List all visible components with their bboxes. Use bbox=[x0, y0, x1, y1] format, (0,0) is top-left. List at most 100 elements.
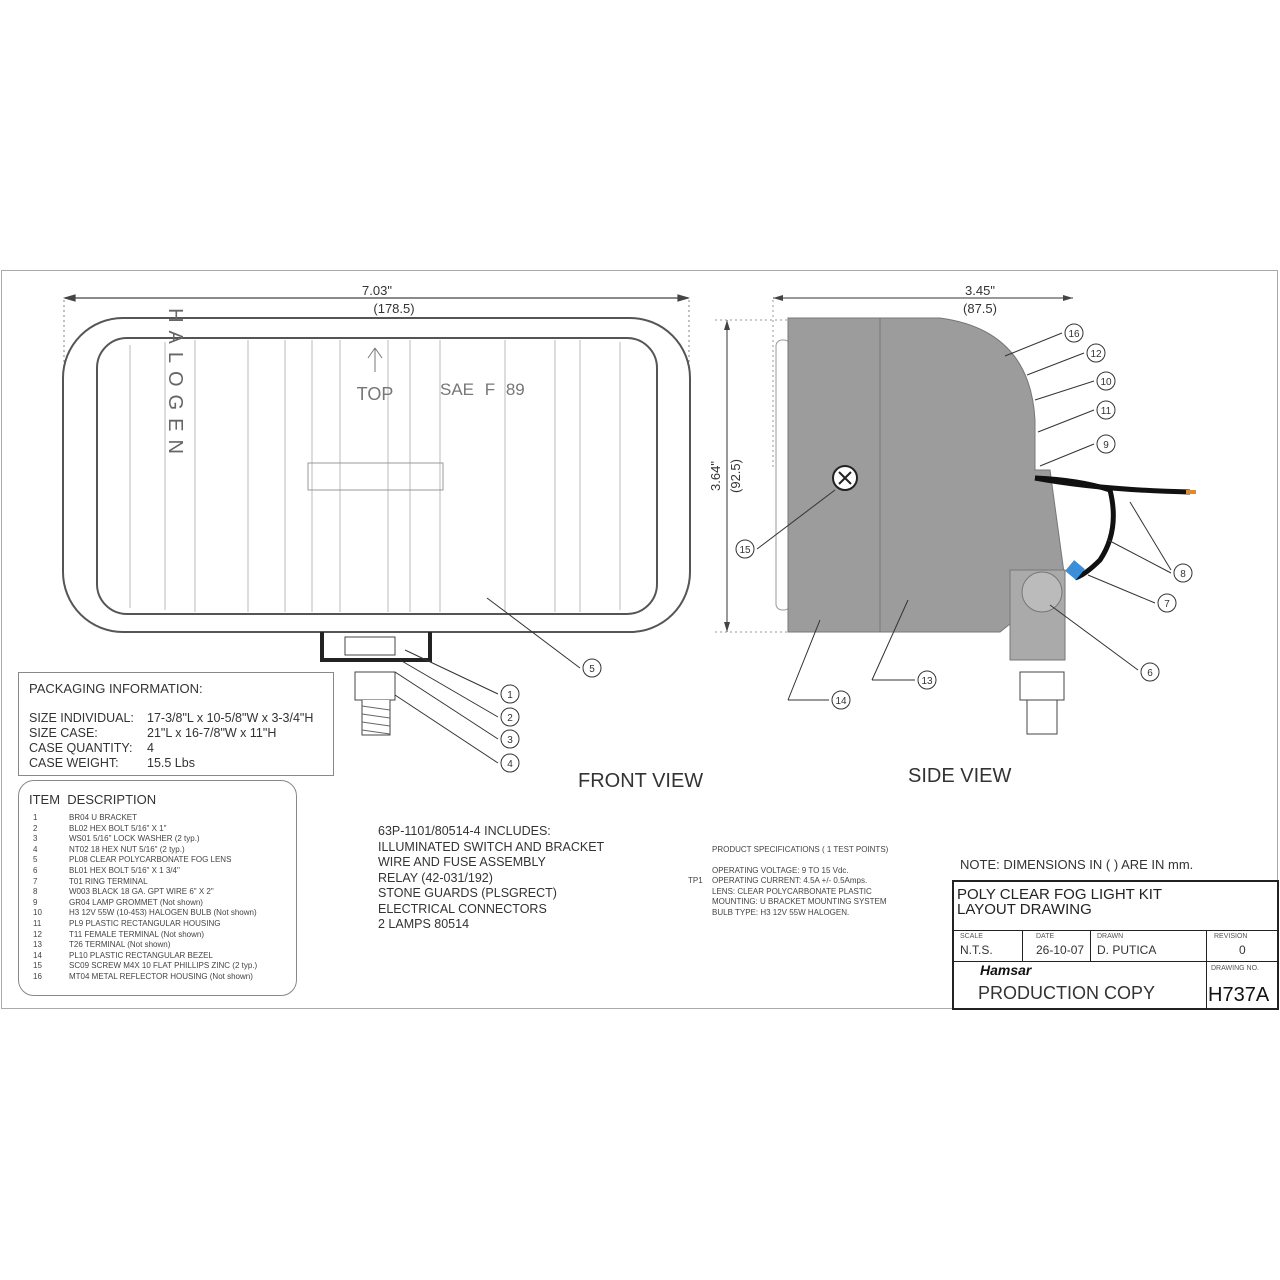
brand-logo: Hamsar bbox=[980, 962, 1032, 978]
callout-4: 4 bbox=[507, 759, 513, 770]
item-header: ITEM bbox=[29, 792, 61, 807]
drawing-frame bbox=[1, 270, 1278, 1009]
date-label: DATE bbox=[1036, 933, 1055, 940]
item-description: NT02 18 HEX NUT 5/16" (2 typ.) bbox=[69, 844, 185, 854]
halogen-text: HALOGEN bbox=[164, 308, 186, 462]
callout-6: 6 bbox=[1147, 668, 1153, 679]
item-row: 4 NT02 18 HEX NUT 5/16" (2 typ.) bbox=[33, 845, 257, 856]
side-height-in: 3.64" bbox=[708, 461, 723, 491]
revision-value: 0 bbox=[1239, 943, 1246, 957]
item-number: 2 bbox=[33, 823, 38, 833]
spec-line: BULB TYPE: H3 12V 55W HALOGEN. bbox=[712, 907, 850, 917]
item-row: 10 H3 12V 55W (10-453) HALOGEN BULB (Not … bbox=[33, 908, 257, 919]
test-point-label: TP1 bbox=[688, 876, 703, 886]
callout-9: 9 bbox=[1103, 440, 1109, 451]
callout-3: 3 bbox=[507, 735, 513, 746]
callout-16: 16 bbox=[1068, 329, 1080, 340]
callout-5: 5 bbox=[589, 664, 595, 675]
item-number: 7 bbox=[33, 876, 38, 886]
callout-15: 15 bbox=[739, 545, 751, 556]
kit-includes: 63P-1101/80514-4 INCLUDES: ILLUMINATED S… bbox=[378, 824, 604, 933]
top-label: TOP bbox=[357, 384, 394, 404]
item-description: PL08 CLEAR POLYCARBONATE FOG LENS bbox=[69, 855, 232, 865]
callout-1: 1 bbox=[507, 690, 513, 701]
item-number: 9 bbox=[33, 897, 38, 907]
specs-title: PRODUCT SPECIFICATIONS ( 1 TEST POINTS) bbox=[712, 845, 889, 854]
sae-label: SAE F 89 bbox=[440, 380, 525, 399]
callout-circles bbox=[500, 323, 1193, 773]
production-status: PRODUCTION COPY bbox=[978, 983, 1156, 1003]
drawn-value: D. PUTICA bbox=[1097, 943, 1157, 957]
lens-front bbox=[96, 337, 658, 615]
includes-line: RELAY (42-031/192) bbox=[378, 870, 493, 885]
drawing-no-label: DRAWING NO. bbox=[1211, 965, 1259, 972]
item-row: 12 T11 FEMALE TERMINAL (Not shown) bbox=[33, 930, 257, 941]
item-description: BR04 U BRACKET bbox=[69, 813, 138, 822]
item-number: 8 bbox=[33, 887, 38, 897]
callout-11: 11 bbox=[1101, 406, 1112, 417]
packaging-value: 4 bbox=[147, 741, 154, 755]
item-row: 1 BR04 U BRACKET bbox=[33, 813, 257, 824]
item-number: 11 bbox=[33, 918, 42, 928]
item-number: 5 bbox=[33, 855, 38, 865]
packaging-label: CASE WEIGHT: bbox=[29, 756, 119, 770]
packaging-value: 17-3/8"L x 10-5/8"W x 3-3/4"H bbox=[147, 711, 314, 725]
product-specs: PRODUCT SPECIFICATIONS ( 1 TEST POINTS) … bbox=[688, 845, 889, 919]
item-description: W003 BLACK 18 GA. GPT WIRE 6" X 2" bbox=[69, 887, 214, 897]
item-number: 16 bbox=[33, 971, 42, 981]
packaging-label: SIZE INDIVIDUAL: bbox=[29, 711, 134, 725]
front-view-label: FRONT VIEW bbox=[578, 770, 704, 792]
item-description: GR04 LAMP GROMMET (Not shown) bbox=[69, 897, 203, 907]
callout-12: 12 bbox=[1090, 349, 1102, 360]
includes-line: 63P-1101/80514-4 INCLUDES: bbox=[378, 824, 551, 838]
front-width-mm: (178.5) bbox=[373, 301, 414, 316]
u-bracket bbox=[320, 632, 432, 662]
callout-2: 2 bbox=[507, 713, 513, 724]
side-depth-mm: (87.5) bbox=[963, 301, 997, 316]
top-arrow-icon bbox=[367, 347, 383, 372]
item-row: 15 SC09 SCREW M4X 10 FLAT PHILLIPS ZINC (… bbox=[33, 961, 257, 972]
item-number: 14 bbox=[33, 950, 42, 960]
packaging-label: CASE QUANTITY: bbox=[29, 741, 133, 755]
drawing-number: H737A bbox=[1208, 984, 1270, 1006]
side-height-mm: (92.5) bbox=[728, 459, 743, 493]
title-block: POLY CLEAR FOG LIGHT KIT LAYOUT DRAWING … bbox=[952, 880, 1279, 1010]
drawn-label: DRAWN bbox=[1097, 933, 1124, 940]
side-view-label: SIDE VIEW bbox=[908, 765, 1012, 787]
item-number: 1 bbox=[33, 813, 38, 822]
item-description: PL9 PLASTIC RECTANGULAR HOUSING bbox=[69, 918, 221, 928]
item-description: PL10 PLASTIC RECTANGULAR BEZEL bbox=[69, 950, 213, 960]
date-value: 26-10-07 bbox=[1036, 943, 1085, 957]
item-row: 5 PL08 CLEAR POLYCARBONATE FOG LENS bbox=[33, 855, 257, 866]
side-depth-in: 3.45" bbox=[965, 283, 995, 298]
hex-nut bbox=[354, 671, 396, 701]
item-number: 12 bbox=[33, 929, 42, 939]
front-width-in: 7.03" bbox=[362, 283, 392, 298]
includes-line: STONE GUARDS (PLSGRECT) bbox=[378, 886, 557, 900]
item-description: T11 FEMALE TERMINAL (Not shown) bbox=[69, 929, 204, 939]
packaging-info: PACKAGING INFORMATION: SIZE INDIVIDUAL: 1… bbox=[18, 672, 334, 776]
callout-8: 8 bbox=[1180, 569, 1186, 580]
packaging-title: PACKAGING INFORMATION: bbox=[29, 681, 203, 696]
item-description: SC09 SCREW M4X 10 FLAT PHILLIPS ZINC (2 … bbox=[69, 961, 258, 971]
item-description: T01 RING TERMINAL bbox=[69, 876, 148, 886]
item-number: 10 bbox=[33, 908, 42, 918]
packaging-label: SIZE CASE: bbox=[29, 726, 98, 740]
spec-line: MOUNTING: U BRACKET MOUNTING SYSTEM bbox=[712, 897, 887, 907]
item-description: MT04 METAL REFLECTOR HOUSING (Not shown) bbox=[69, 971, 253, 981]
item-number: 15 bbox=[33, 961, 42, 971]
includes-line: ILLUMINATED SWITCH AND BRACKET bbox=[378, 839, 605, 854]
item-description: WS01 5/16" LOCK WASHER (2 typ.) bbox=[69, 834, 200, 844]
item-row: 7 T01 RING TERMINAL bbox=[33, 877, 257, 888]
description-header: DESCRIPTION bbox=[67, 792, 157, 807]
scale-value: N.T.S. bbox=[960, 943, 993, 957]
item-description: H3 12V 55W (10-453) HALOGEN BULB (Not sh… bbox=[69, 908, 257, 918]
item-number: 4 bbox=[33, 844, 38, 854]
item-row: 16 MT04 METAL REFLECTOR HOUSING (Not show… bbox=[33, 972, 257, 983]
includes-line: ELECTRICAL CONNECTORS bbox=[378, 901, 547, 916]
spec-line: LENS: CLEAR POLYCARBONATE PLASTIC bbox=[712, 886, 872, 896]
